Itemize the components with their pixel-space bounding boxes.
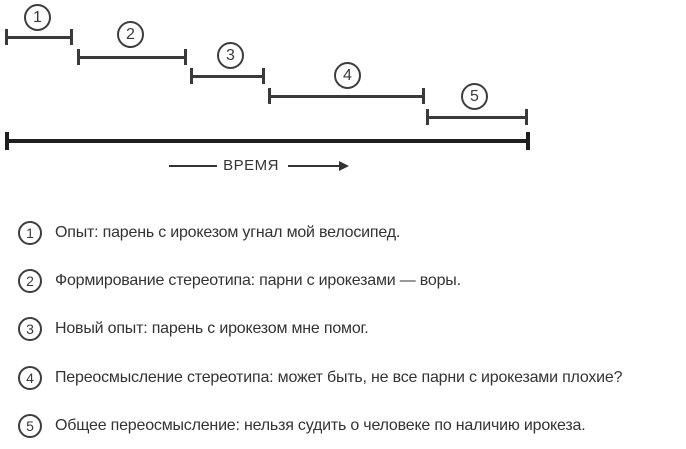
segment-1-bar: [5, 29, 73, 45]
segment-1-line: [5, 36, 73, 39]
segment-1-badge: 1: [24, 4, 51, 31]
segment-1-number: 1: [33, 8, 42, 26]
segment-5-line: [426, 116, 528, 119]
segment-2-bar: [77, 49, 187, 65]
timeline-line: [5, 139, 530, 143]
segment-3-end-tick: [262, 68, 265, 84]
segment-3-number: 3: [226, 46, 235, 64]
legend-5-number: 5: [26, 418, 34, 434]
segment-3-badge: 3: [217, 42, 244, 69]
legend-3-text: Новый опыт: парень с ирокезом мне помог.: [55, 320, 369, 337]
legend-5-circle: 5: [18, 414, 42, 438]
segment-2-number: 2: [126, 25, 135, 43]
legend-4-text: Переосмысление стереотипа: может быть, н…: [55, 369, 623, 386]
time-axis-arrowhead-icon: [339, 161, 349, 171]
segment-3-line: [190, 75, 265, 78]
legend-2-text: Формирование стереотипа: парни с ирокеза…: [55, 272, 461, 289]
segment-2-end-tick: [184, 49, 187, 65]
segment-5-end-tick: [525, 109, 528, 125]
timeline-end-tick: [526, 132, 530, 150]
time-axis-label: ВРЕМЯ: [223, 157, 279, 174]
legend-2-number: 2: [26, 273, 34, 289]
legend-3-circle: 3: [18, 317, 42, 341]
legend-2-circle: 2: [18, 269, 42, 293]
segment-4-line: [268, 95, 425, 98]
legend-1-text: Опыт: парень с ирокезом угнал мой велоси…: [55, 224, 401, 241]
segment-4-number: 4: [343, 66, 352, 84]
segment-1-end-tick: [70, 29, 73, 45]
segment-4-bar: [268, 88, 425, 104]
segment-4-end-tick: [422, 88, 425, 104]
segment-2-badge: 2: [117, 21, 144, 48]
segment-5-number: 5: [470, 87, 479, 105]
segment-2-line: [77, 56, 187, 59]
segment-3-bar: [190, 68, 265, 84]
legend-4-number: 4: [26, 370, 34, 386]
legend-5-text: Общее переосмысление: нельзя судить о че…: [55, 417, 586, 434]
time-axis-left-line: [169, 165, 217, 167]
legend-4-circle: 4: [18, 366, 42, 390]
timeline-axis: [5, 132, 530, 150]
segment-5-bar: [426, 109, 528, 125]
time-axis-arrow-line: [288, 165, 339, 167]
legend-1-circle: 1: [18, 221, 42, 245]
segment-5-badge: 5: [461, 83, 488, 110]
legend-1-number: 1: [26, 225, 34, 241]
segment-4-badge: 4: [334, 62, 361, 89]
legend-3-number: 3: [26, 321, 34, 337]
